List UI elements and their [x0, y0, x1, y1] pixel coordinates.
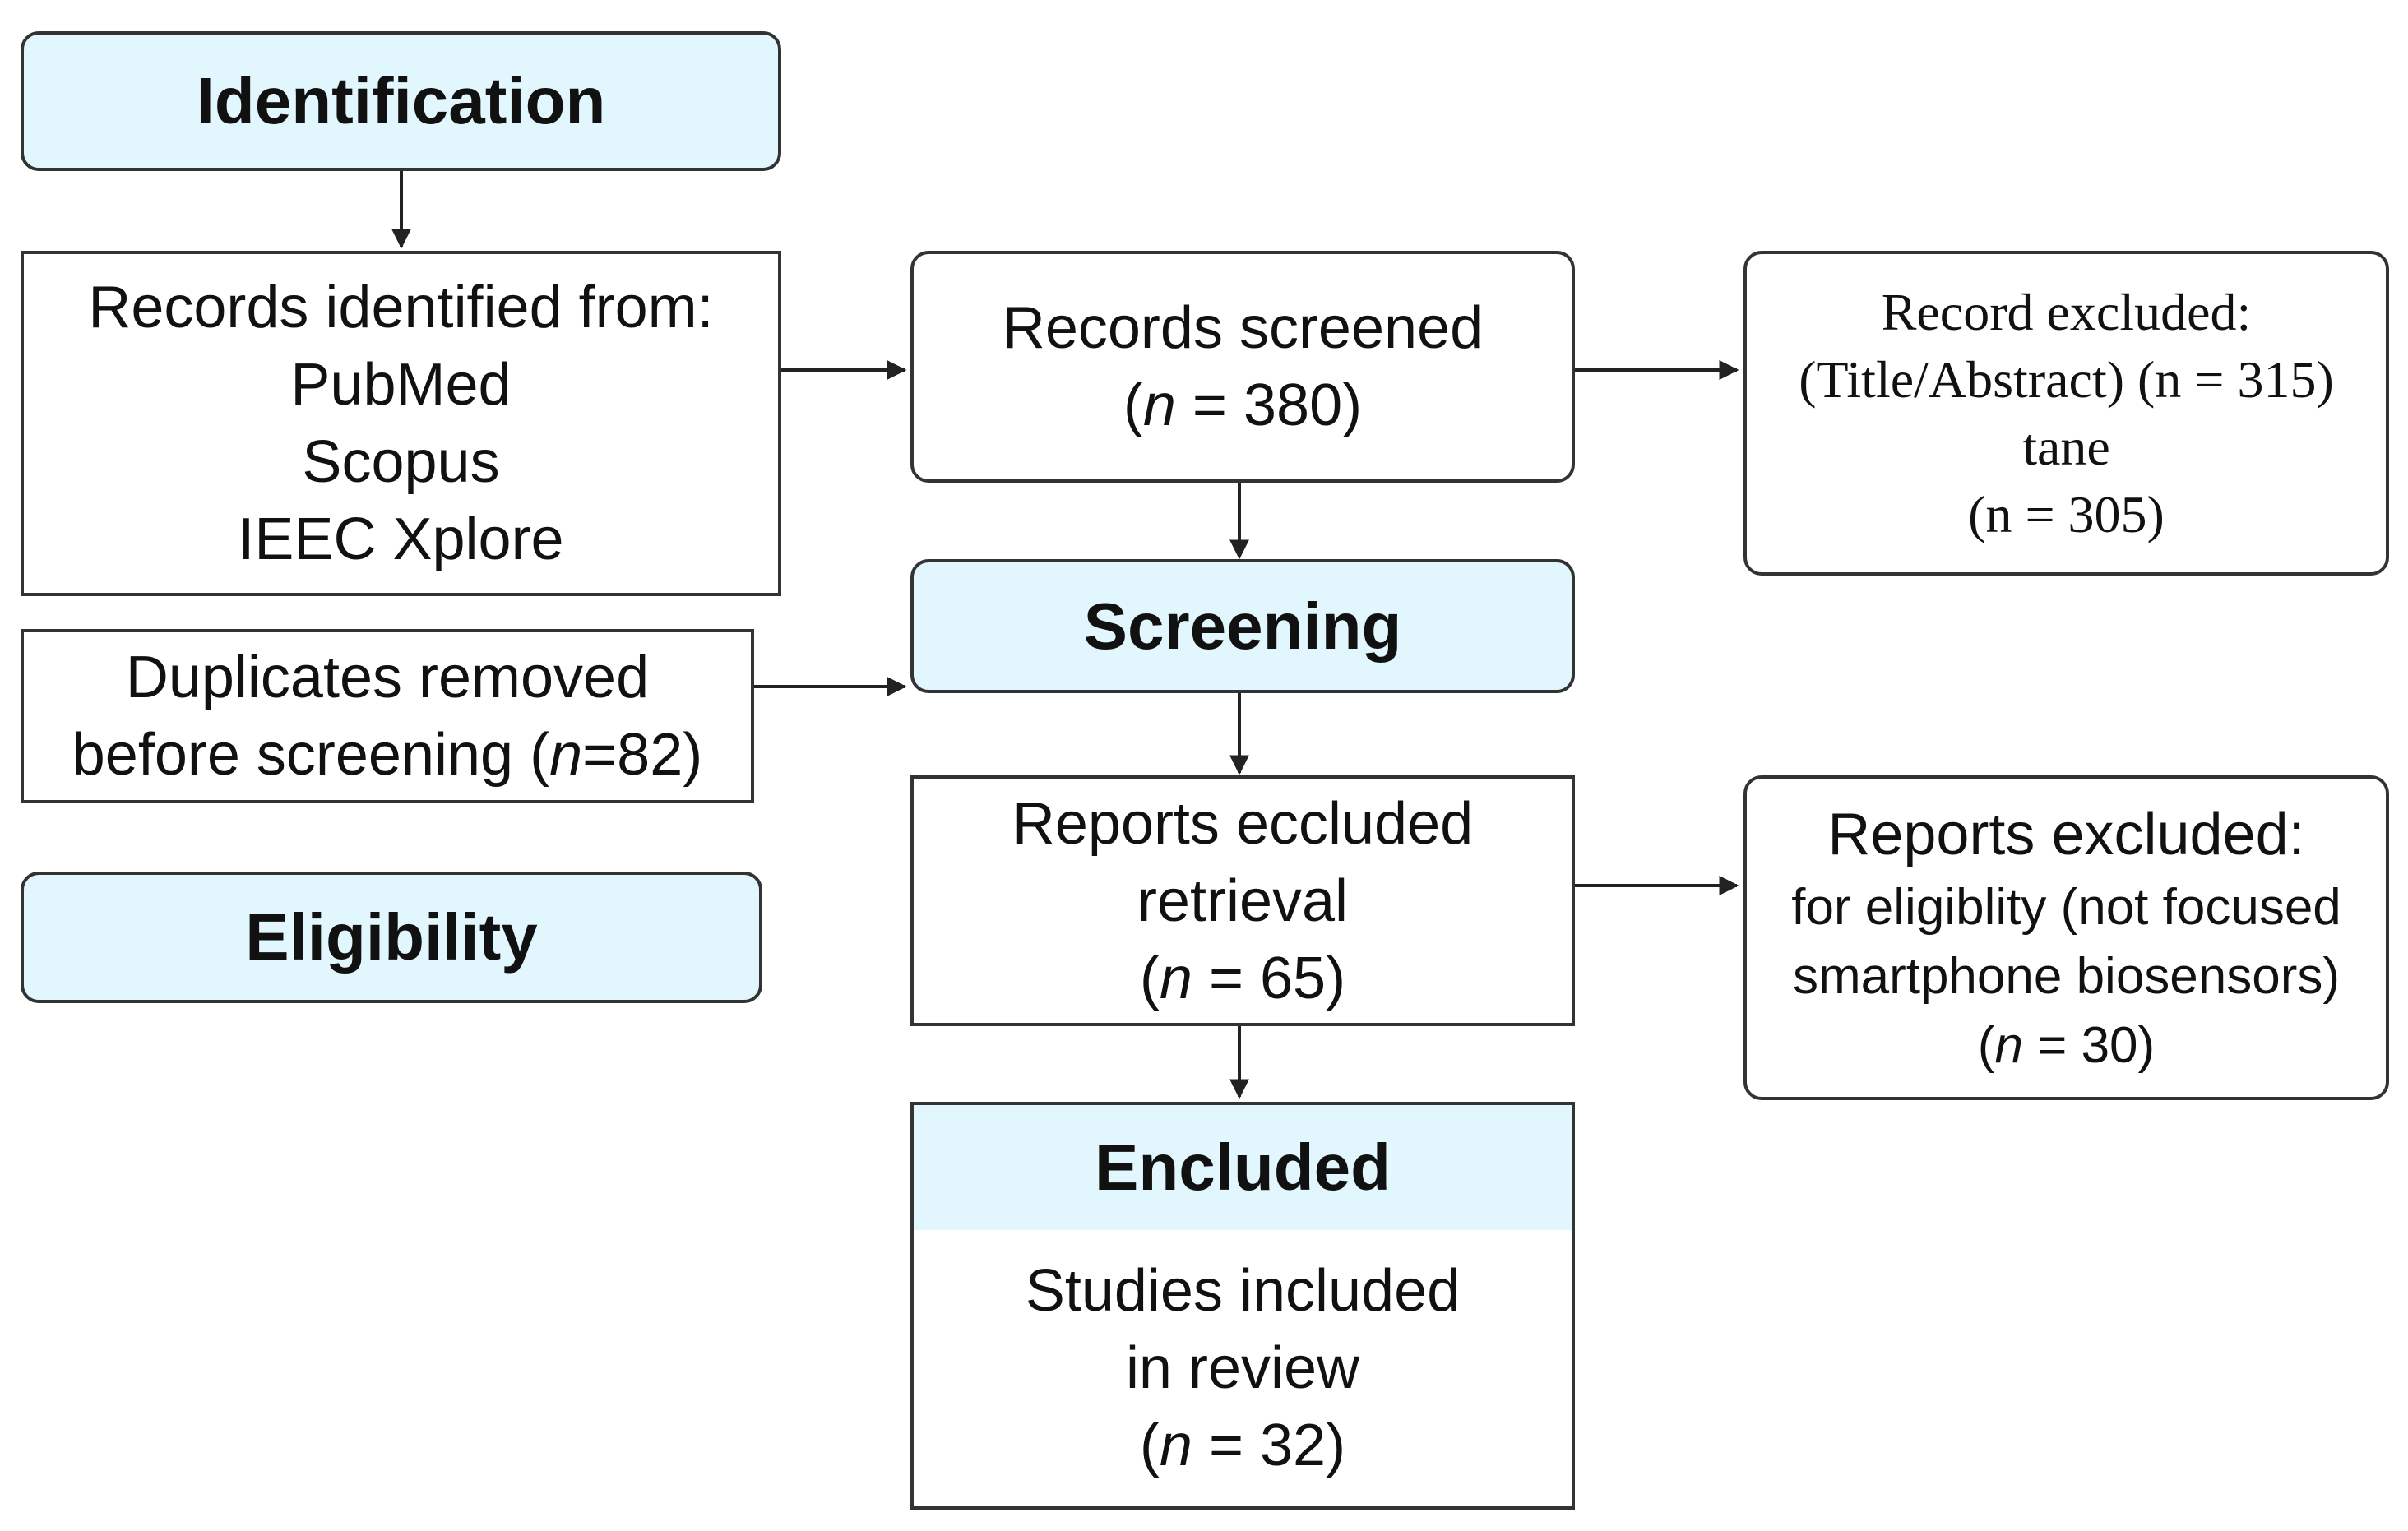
record-excluded-box: Record excluded: (Title/Abstract) (n = 3…: [1743, 251, 2389, 576]
records-screened-box: Records screened (n = 380): [910, 251, 1575, 483]
records-screened-label: Records screened: [1002, 295, 1484, 361]
record-excluded-line3: tane: [2022, 417, 2110, 476]
stage-identification: Identification: [21, 31, 781, 171]
reports-retrieval-count: (n = 65): [1139, 945, 1346, 1011]
records-identified-box: Records identified from: PubMed Scopus I…: [21, 251, 781, 596]
stage-identification-label: Identification: [196, 64, 606, 137]
stage-eligibility-label: Eligibility: [245, 900, 538, 974]
studies-included-line1: Studies included: [1025, 1258, 1461, 1324]
reports-excluded-box: Reports excluded: for eligiblity (not fo…: [1743, 775, 2389, 1100]
studies-included-box: Studies included in review (n = 32): [910, 1230, 1575, 1510]
stage-included: Encluded: [910, 1102, 1575, 1233]
record-excluded-line1: Record excluded:: [1881, 282, 2252, 341]
reports-retrieval-line1: Reports eccluded: [1012, 790, 1474, 857]
records-screened-count: (n = 380): [1123, 372, 1363, 438]
stage-screening-label: Screening: [1083, 589, 1402, 663]
duplicates-line1: Duplicates removed: [125, 645, 650, 710]
reports-excluded-count: (n = 30): [1977, 1016, 2156, 1074]
duplicates-removed-box: Duplicates removed before screening (n=8…: [21, 629, 754, 803]
reports-retrieval-line2: retrieval: [1137, 867, 1349, 934]
reports-excluded-line1: Reports excluded:: [1827, 801, 2305, 867]
stage-included-label: Encluded: [1094, 1131, 1392, 1204]
reports-excluded-line2: for eligiblity (not focused: [1791, 878, 2341, 936]
source-ieec-xplore: IEEC Xplore: [238, 506, 564, 572]
studies-included-count: (n = 32): [1139, 1413, 1346, 1478]
duplicates-line2: before screening (n=82): [72, 722, 703, 788]
records-identified-heading: Records identified from:: [88, 275, 714, 340]
stage-screening: Screening: [910, 559, 1575, 693]
studies-included-line2: in review: [1125, 1335, 1360, 1401]
source-pubmed: PubMed: [290, 352, 512, 418]
reports-excluded-line3: smartphone biosensors): [1792, 947, 2341, 1005]
stage-eligibility: Eligibility: [21, 872, 762, 1003]
record-excluded-line4: (n = 305): [1968, 484, 2165, 543]
reports-retrieval-box: Reports eccluded retrieval (n = 65): [910, 775, 1575, 1026]
source-scopus: Scopus: [302, 429, 500, 495]
record-excluded-line2: (Title/Abstract) (n = 315): [1799, 349, 2334, 409]
